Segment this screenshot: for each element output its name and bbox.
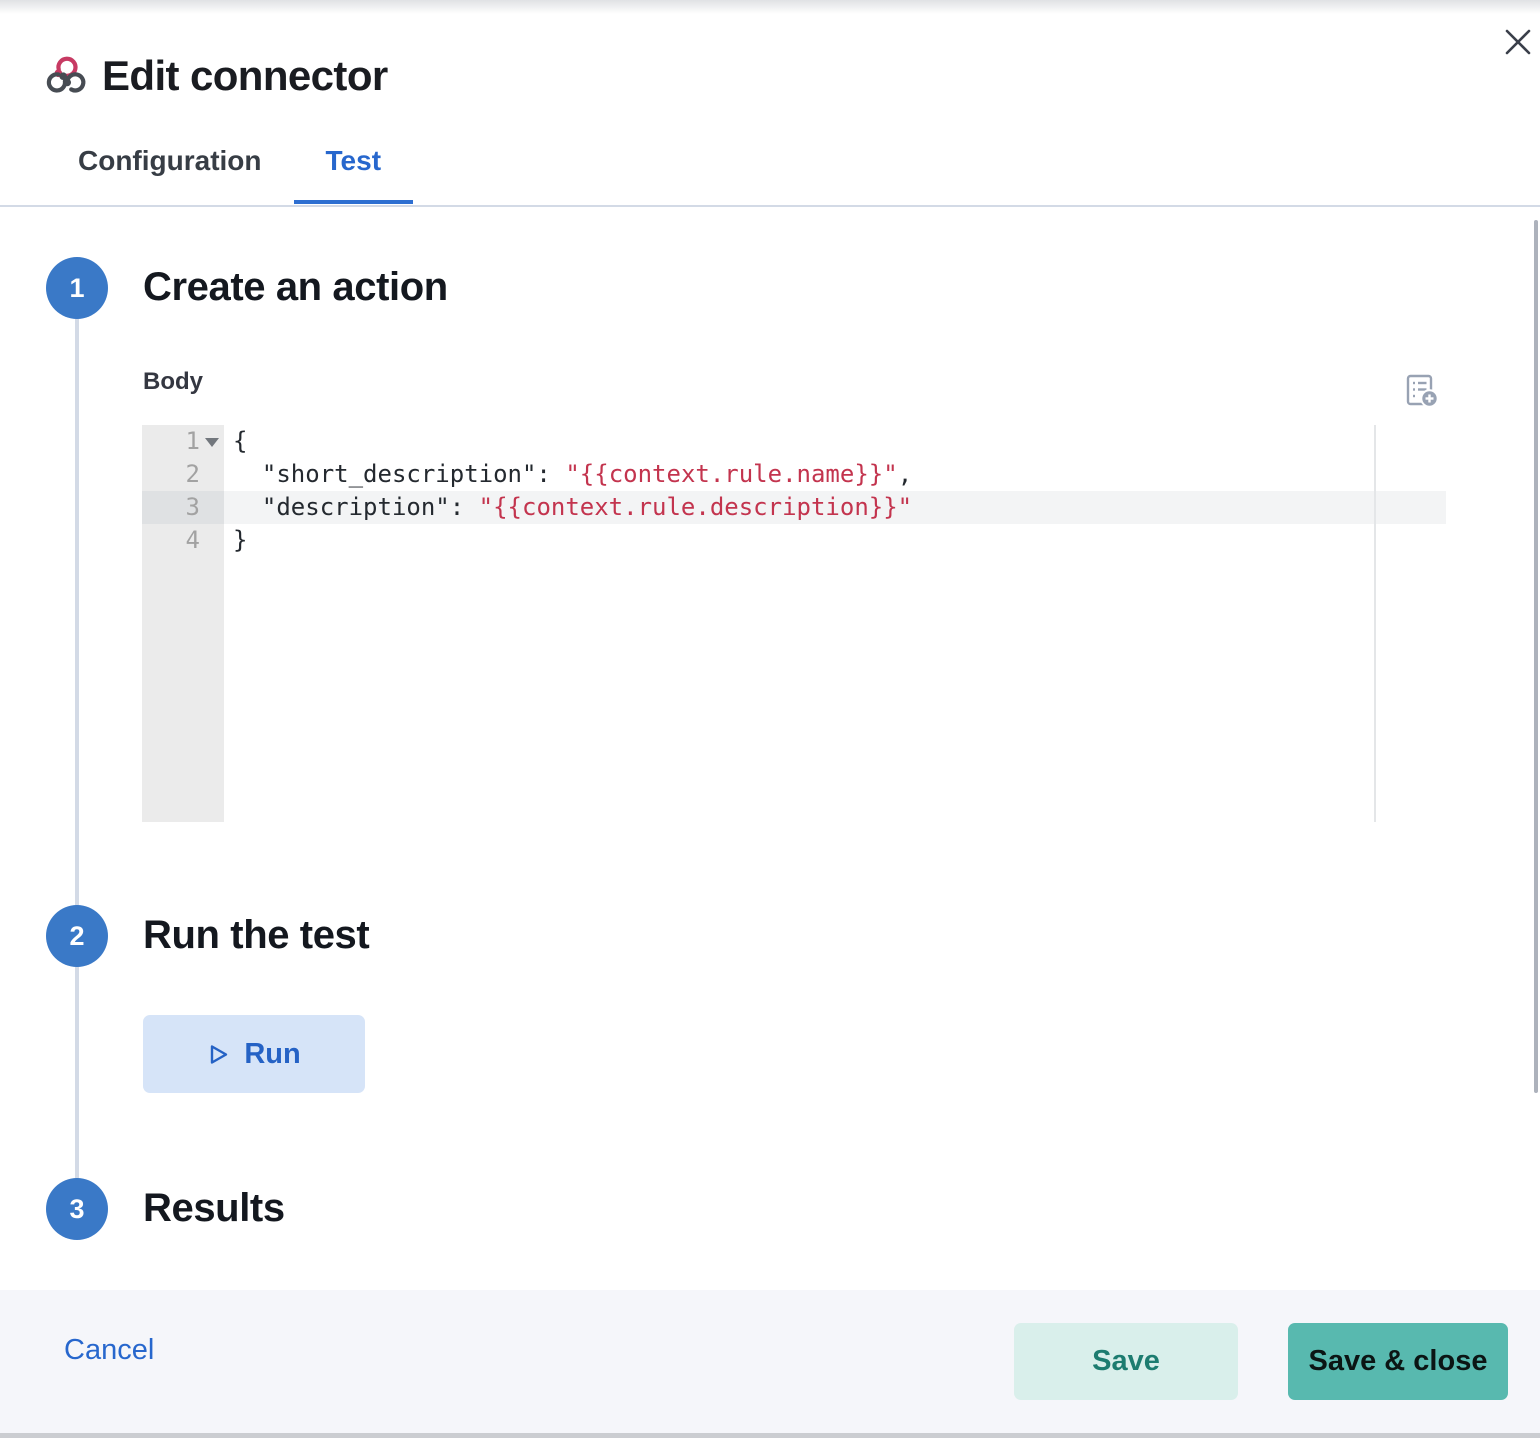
fold-chevron-icon[interactable] <box>205 438 219 447</box>
code-text: } <box>233 526 248 554</box>
cancel-button[interactable]: Cancel <box>64 1334 155 1366</box>
body-code-editor[interactable]: 1 2 3 4 { "short_description": "{{contex… <box>142 425 1446 822</box>
code-string: "{{context.rule.description}}" <box>478 493 913 521</box>
save-and-close-button[interactable]: Save & close <box>1288 1323 1508 1400</box>
tab-test[interactable]: Test <box>293 145 414 204</box>
line-number: 2 <box>185 460 200 488</box>
window-bottom-edge <box>0 1433 1540 1438</box>
webhook-icon <box>45 54 89 98</box>
run-button-label: Run <box>244 1037 301 1070</box>
close-icon[interactable] <box>1496 20 1540 64</box>
run-button[interactable]: Run <box>143 1015 365 1093</box>
code-text: , <box>897 460 913 488</box>
code-line: "short_description": "{{context.rule.nam… <box>233 458 912 491</box>
code-line: { <box>233 425 247 458</box>
tab-configuration[interactable]: Configuration <box>78 145 262 176</box>
tab-bar: Configuration Test <box>46 145 414 204</box>
line-number: 1 <box>185 427 200 455</box>
top-shadow <box>0 0 1540 14</box>
step-2-title: Run the test <box>143 913 370 957</box>
step-3-title: Results <box>143 1186 285 1230</box>
add-variable-button[interactable] <box>1404 373 1440 409</box>
current-line-highlight <box>224 491 1446 524</box>
step-1-title: Create an action <box>143 265 448 309</box>
close-x-glyph <box>1505 29 1531 55</box>
line-number: 3 <box>185 493 200 521</box>
flyout-title: Edit connector <box>102 52 388 99</box>
list-add-icon <box>1406 374 1439 408</box>
code-text: "description": <box>233 493 479 521</box>
body-field-label: Body <box>143 368 203 395</box>
flyout-header: Edit connector <box>45 52 388 100</box>
code-string: "{{context.rule.name}}" <box>565 460 898 488</box>
step-3-badge: 3 <box>46 1178 108 1240</box>
step-2-badge: 2 <box>46 905 108 967</box>
line-number: 4 <box>185 526 200 554</box>
play-icon <box>211 1044 228 1064</box>
tab-bar-divider <box>0 205 1540 207</box>
flyout-scrollbar[interactable] <box>1534 220 1538 1093</box>
step-1-badge: 1 <box>46 257 108 319</box>
current-line-gutter-highlight <box>142 491 224 524</box>
code-line: "description": "{{context.rule.descripti… <box>233 491 912 524</box>
code-line: } <box>233 524 247 557</box>
flyout-footer: Cancel Save Save & close <box>0 1290 1540 1438</box>
save-button[interactable]: Save <box>1014 1323 1238 1400</box>
code-text: "short_description": <box>233 460 566 488</box>
code-text: { <box>233 427 248 455</box>
steps-connector-line <box>75 288 79 1209</box>
editor-scrollbar-track <box>1374 425 1376 822</box>
